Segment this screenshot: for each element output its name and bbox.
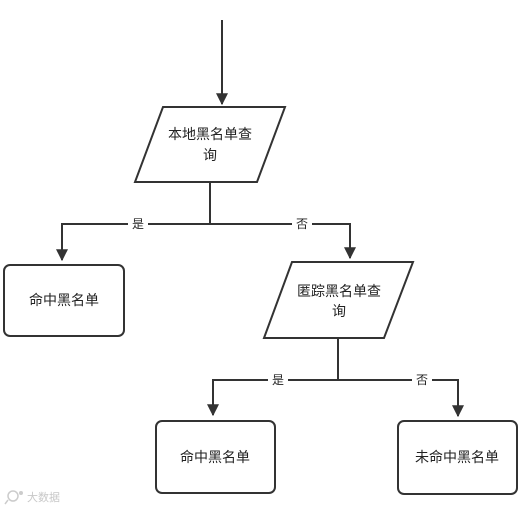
edge-label-no: 否	[296, 217, 308, 231]
node-label-line1: 匿踪黑名单查	[297, 284, 381, 300]
edge-line	[338, 379, 464, 418]
edge-line	[210, 223, 356, 260]
node-label: 命中黑名单	[180, 449, 250, 466]
rounded-rect-shape	[3, 264, 125, 337]
node-local-blacklist-query[interactable]: 本地黑名单查 询	[133, 106, 287, 183]
edge-label-bg	[128, 216, 148, 231]
rounded-rect-shape	[397, 420, 518, 495]
node-trace-blacklist-query[interactable]: 匿踪黑名单查 询	[262, 261, 415, 339]
edge-label-yes: 是	[272, 373, 284, 387]
node-missed-blacklist[interactable]: 未命中黑名单	[397, 420, 518, 495]
node-label-line1: 本地黑名单查	[168, 127, 252, 143]
node-label-line2: 询	[203, 148, 217, 164]
edge-label-no: 否	[416, 373, 428, 387]
watermark-logo-icon	[4, 490, 23, 505]
node-hit-blacklist-right[interactable]: 命中黑名单	[155, 420, 276, 494]
edge-trace-yes: 是	[207, 339, 339, 417]
edge-label-bg	[292, 216, 312, 231]
edge-label-bg	[268, 372, 288, 387]
node-label: 命中黑名单	[29, 292, 99, 309]
rounded-rect-shape	[155, 420, 276, 494]
edge-local-yes: 是	[56, 183, 211, 262]
parallelogram-shape	[262, 261, 415, 339]
watermark: 大数据	[4, 490, 60, 505]
edge-local-no: 否	[210, 216, 356, 260]
parallelogram-shape	[133, 106, 287, 183]
node-hit-blacklist-left[interactable]: 命中黑名单	[3, 264, 125, 337]
edge-label-bg	[412, 372, 432, 387]
watermark-text: 大数据	[27, 490, 60, 504]
edge-label-yes: 是	[132, 217, 144, 231]
node-label: 未命中黑名单	[415, 449, 499, 466]
node-label-line2: 询	[332, 304, 346, 320]
edge-trace-no: 否	[338, 372, 464, 418]
